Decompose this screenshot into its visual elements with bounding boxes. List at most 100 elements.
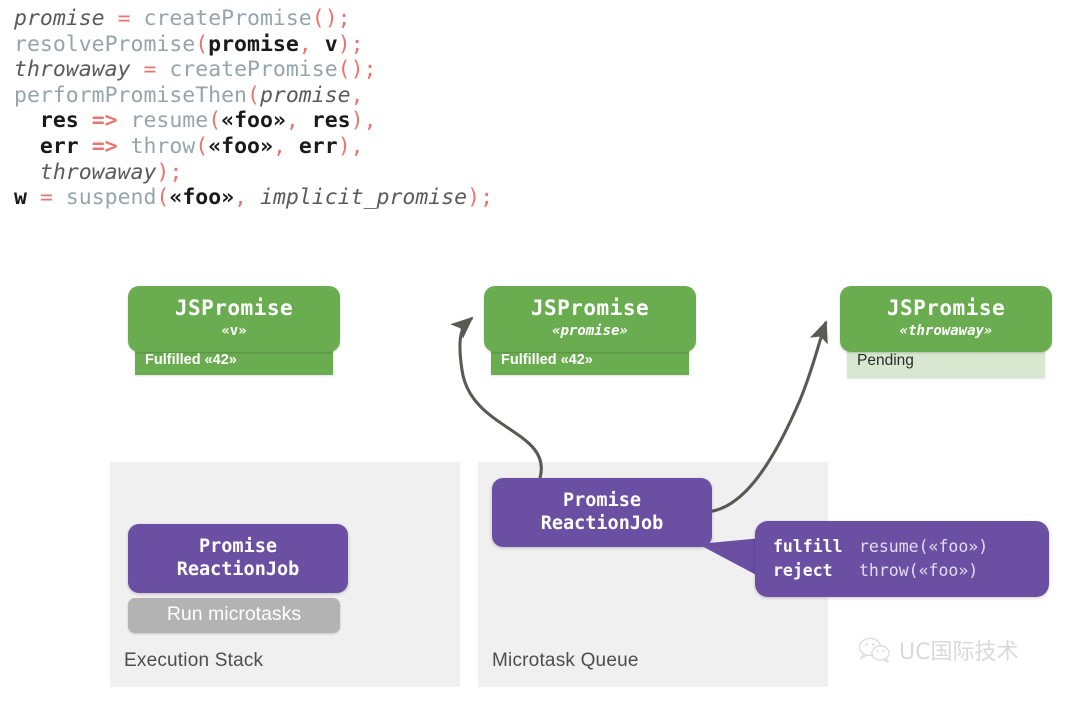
code-token: performPromiseThen — [14, 82, 247, 108]
promise-title: JSPromise — [530, 296, 650, 320]
code-token: implicit_promise — [260, 185, 468, 211]
code-token: , — [298, 31, 312, 57]
run-microtasks-frame[interactable]: Run microtasks — [128, 598, 340, 633]
code-token: , — [285, 108, 299, 134]
promise-title: JSPromise — [886, 296, 1006, 320]
code-token: (); — [311, 6, 351, 31]
code-token — [105, 6, 118, 31]
code-token — [14, 134, 40, 159]
code-token — [14, 160, 40, 185]
code-token: promise — [14, 6, 105, 31]
code-token: ), — [337, 133, 364, 159]
code-token: throwaway — [39, 159, 157, 185]
code-token: «foo» — [208, 133, 273, 159]
code-token — [156, 57, 169, 82]
code-token — [118, 134, 131, 159]
code-token: res — [39, 108, 79, 134]
wechat-icon — [858, 637, 890, 663]
promise-card-promise: JSPromise «promise» Fulfilled «42» — [484, 286, 696, 375]
code-line: throwaway); — [14, 160, 493, 186]
execution-stack-job[interactable]: Promise ReactionJob — [128, 524, 348, 593]
job-line-2: ReactionJob — [176, 559, 300, 580]
code-token: v — [324, 31, 338, 57]
code-token: ( — [247, 82, 260, 108]
callout-key: reject — [773, 561, 833, 580]
code-token: suspend — [65, 185, 157, 211]
code-token: => — [91, 133, 118, 159]
callout-key: fulfill — [773, 537, 843, 556]
execution-stack-label: Execution Stack — [124, 650, 264, 671]
code-line: promise = createPromise(); — [14, 6, 493, 32]
code-line: res => resume(«foo», res), — [14, 108, 493, 134]
code-token — [131, 6, 144, 31]
code-token: ( — [195, 31, 209, 57]
code-token: «foo» — [221, 108, 286, 134]
code-token: resolvePromise — [14, 31, 196, 57]
code-token — [299, 108, 312, 133]
code-token: , — [350, 82, 364, 108]
code-token — [14, 108, 40, 133]
code-token: ); — [337, 31, 364, 57]
code-token — [53, 185, 66, 210]
callout-value: resume(«foo») — [859, 537, 989, 556]
promise-card-throwaway: JSPromise «throwaway» Pending — [840, 286, 1052, 378]
microtask-queue-label: Microtask Queue — [492, 650, 639, 671]
callout-row: reject throw(«foo») — [773, 559, 1049, 583]
code-snippet: promise = createPromise();resolvePromise… — [14, 6, 493, 211]
code-token: ), — [350, 108, 377, 134]
code-token: res — [311, 108, 351, 134]
promise-subtitle: «v» — [221, 323, 247, 339]
code-token — [79, 134, 92, 159]
watermark-text: UC国际技术 — [899, 640, 1019, 665]
promise-card-v: JSPromise «v» Fulfilled «42» — [128, 286, 340, 375]
code-token: throwaway — [14, 57, 131, 83]
job-line-1: Promise — [199, 536, 277, 557]
code-token: «foo» — [169, 185, 235, 211]
code-token: err — [39, 133, 79, 159]
promise-state-badge: Pending — [847, 346, 1045, 378]
code-token — [131, 57, 144, 82]
code-line: w = suspend(«foo», implicit_promise); — [14, 185, 493, 211]
code-token — [27, 185, 40, 210]
code-token — [118, 108, 131, 133]
code-token: ); — [467, 185, 494, 211]
code-token: throw — [130, 133, 196, 159]
job-line-2: ReactionJob — [540, 513, 664, 534]
code-token: , — [234, 185, 248, 211]
code-token: = — [39, 185, 53, 211]
code-token: err — [298, 133, 338, 159]
callout-value: throw(«foo») — [859, 561, 979, 580]
promise-subtitle: «throwaway» — [899, 323, 993, 339]
code-token: => — [91, 108, 118, 134]
promise-subtitle: «promise» — [552, 323, 628, 339]
promise-header: JSPromise «promise» — [484, 286, 696, 352]
code-line: resolvePromise(promise, v); — [14, 32, 493, 58]
code-token — [312, 32, 325, 57]
code-line: err => throw(«foo», err), — [14, 134, 493, 160]
job-line-1: Promise — [563, 490, 641, 511]
promise-title: JSPromise — [174, 296, 294, 320]
code-token: promise — [259, 82, 351, 108]
code-token: createPromise — [143, 6, 312, 31]
code-token: ( — [195, 133, 209, 159]
code-token: createPromise — [169, 57, 338, 83]
code-token — [247, 185, 260, 210]
code-token — [286, 134, 299, 159]
code-line: throwaway = createPromise(); — [14, 57, 493, 83]
callout-tail-icon — [698, 538, 762, 578]
code-token: promise — [208, 31, 299, 57]
promise-header: JSPromise «v» — [128, 286, 340, 352]
watermark: UC国际技术 — [858, 634, 1018, 666]
code-token: = — [117, 6, 131, 31]
code-token: = — [143, 57, 157, 83]
code-token — [79, 108, 92, 133]
code-token: ); — [156, 159, 183, 185]
microtask-queue-job[interactable]: Promise ReactionJob — [492, 478, 712, 547]
code-token: (); — [337, 57, 377, 83]
code-token: resume — [130, 108, 209, 134]
code-line: performPromiseThen(promise, — [14, 83, 493, 109]
promise-header: JSPromise «throwaway» — [840, 286, 1052, 352]
code-token: , — [272, 133, 286, 159]
code-token: ( — [208, 108, 222, 134]
code-token: w — [14, 185, 27, 211]
